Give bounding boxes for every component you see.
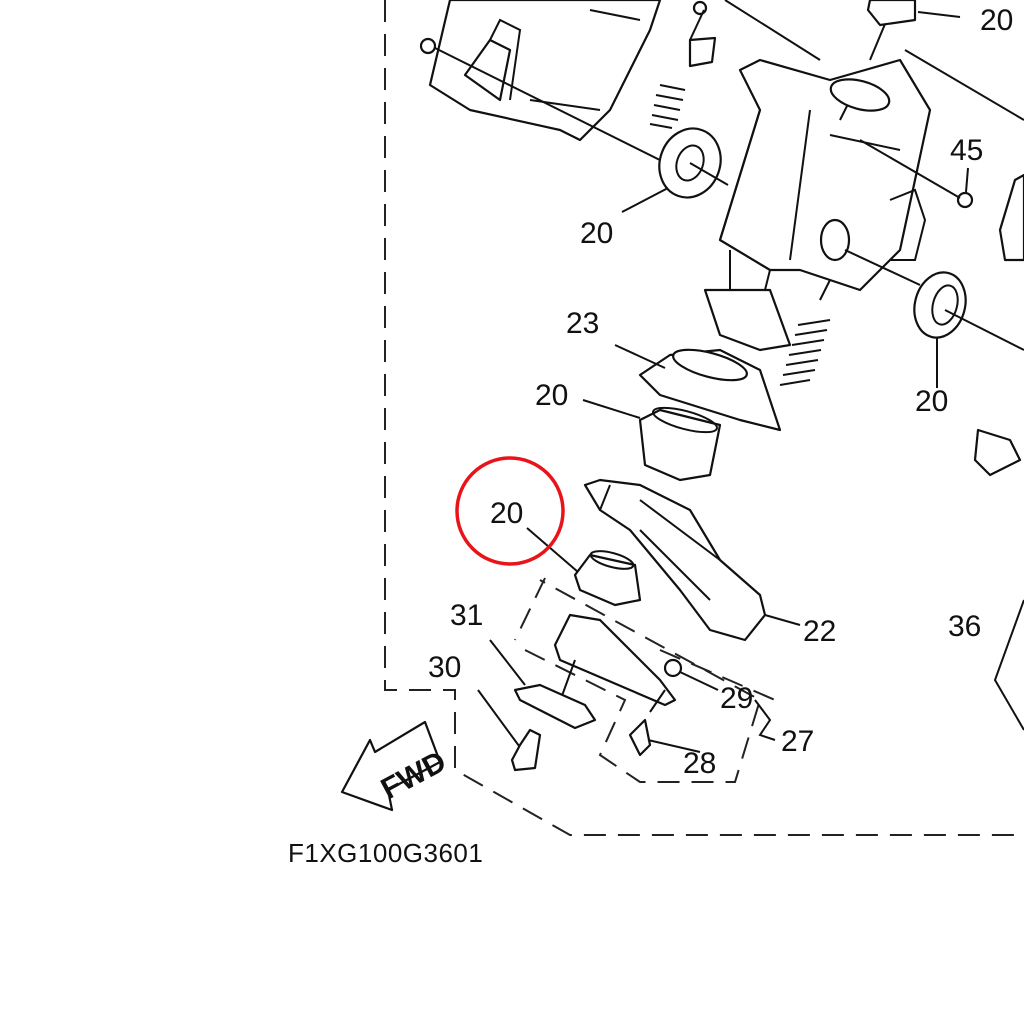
label-45: 45 [950,134,983,167]
part-nut-45 [859,139,974,209]
drawing-code: F1XG100G3601 [288,838,483,868]
part-arm-22 [583,478,801,642]
assembly-boundary [384,0,1024,836]
label-29: 29 [720,682,753,715]
label-23: 23 [566,307,599,340]
label-20-right: 20 [915,385,948,418]
highlight-circle [455,456,565,566]
part-plate-27 [553,613,776,757]
label-36: 36 [948,610,981,643]
part-housing-left [419,0,701,181]
part-bushing-20-mid [582,399,722,482]
label-27: 27 [781,725,814,758]
part-washer-20-left [621,127,729,213]
part-right-edge [973,173,1024,731]
part-bushing-20-circled [526,527,642,607]
part-spring-pin [649,0,717,129]
label-28: 28 [683,747,716,780]
label-20-top-right: 20 [980,4,1013,37]
label-20-mid: 20 [535,379,568,412]
part-seal-23 [614,344,782,432]
label-22: 22 [803,615,836,648]
label-20-left: 20 [580,217,613,250]
label-30: 30 [428,651,461,684]
part-washer-20-right [913,271,1024,388]
part-clip-31-bolt-30 [477,639,597,772]
part-spring [779,279,831,386]
part-washer-20-top-right [866,0,961,27]
fwd-arrow: FWD [340,720,452,812]
label-20-circled: 20 [490,497,523,530]
part-central-body [703,0,1024,352]
label-31: 31 [450,599,483,632]
subassembly-27-boundary [514,577,776,783]
